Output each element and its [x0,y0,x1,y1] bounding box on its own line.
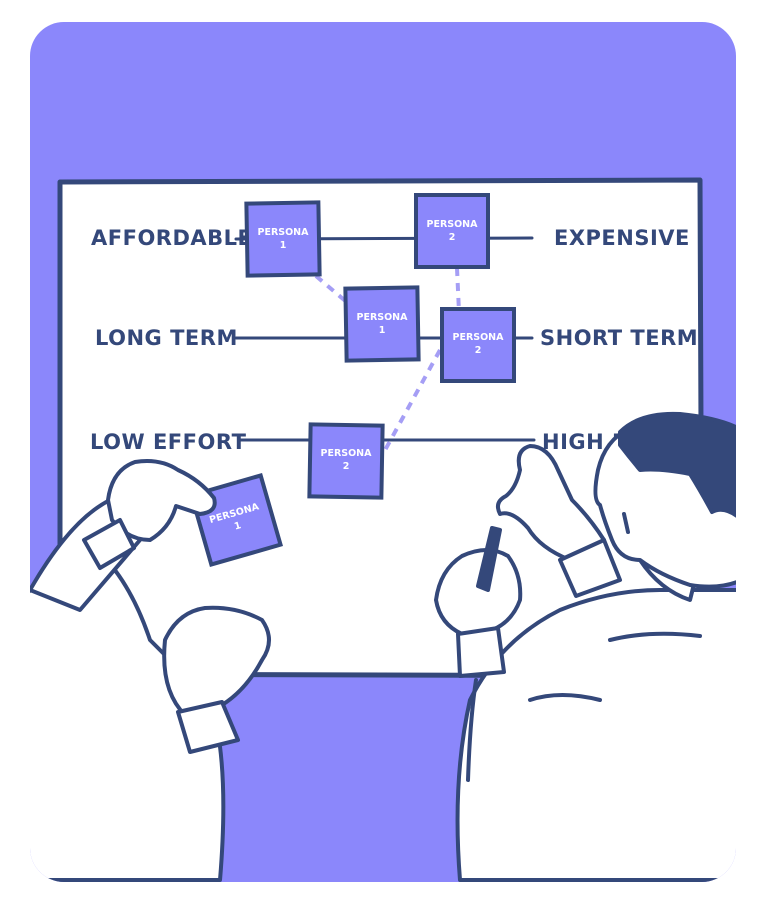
svg-text:1: 1 [280,240,287,251]
sticky-note-persona-2-effort: PERSONA 2 [307,422,385,500]
person-left [30,459,271,882]
sticky-note-persona-2-affordability: PERSONA 2 [414,193,490,269]
scale-label-expensive: EXPENSIVE [554,226,690,250]
scale-label-long-term: LONG TERM [95,326,238,350]
svg-text:2: 2 [475,345,482,356]
scale-label-short-term: SHORT TERM [540,326,698,350]
right-person-body [455,588,736,882]
svg-text:PERSONA: PERSONA [427,219,479,230]
sticky-note-persona-2-term: PERSONA 2 [440,307,516,383]
connector-lines [314,267,461,453]
sticky-note-persona-1-affordability: PERSONA 1 [244,200,322,278]
left-person-lower-cuff [176,700,240,754]
right-person-eye [622,512,630,534]
svg-text:1: 1 [379,325,386,336]
left-person-raised-hand [106,459,217,542]
svg-text:PERSONA: PERSONA [258,227,310,238]
sticky-note-persona-1-term: PERSONA 1 [343,285,421,363]
pen [476,526,502,592]
svg-text:2: 2 [449,232,456,243]
svg-text:PERSONA: PERSONA [357,312,409,323]
svg-text:2: 2 [343,461,350,472]
scale-label-low-effort: LOW EFFORT [90,430,247,454]
left-person-raised-cuff [82,518,136,570]
svg-text:PERSONA: PERSONA [453,332,505,343]
right-person-hair [618,411,736,522]
svg-text:1: 1 [233,520,242,532]
scale-label-affordable: AFFORDABLE [91,226,252,250]
person-right [434,411,736,882]
svg-text:PERSONA: PERSONA [321,448,373,459]
left-person-lower-hand [162,605,271,717]
